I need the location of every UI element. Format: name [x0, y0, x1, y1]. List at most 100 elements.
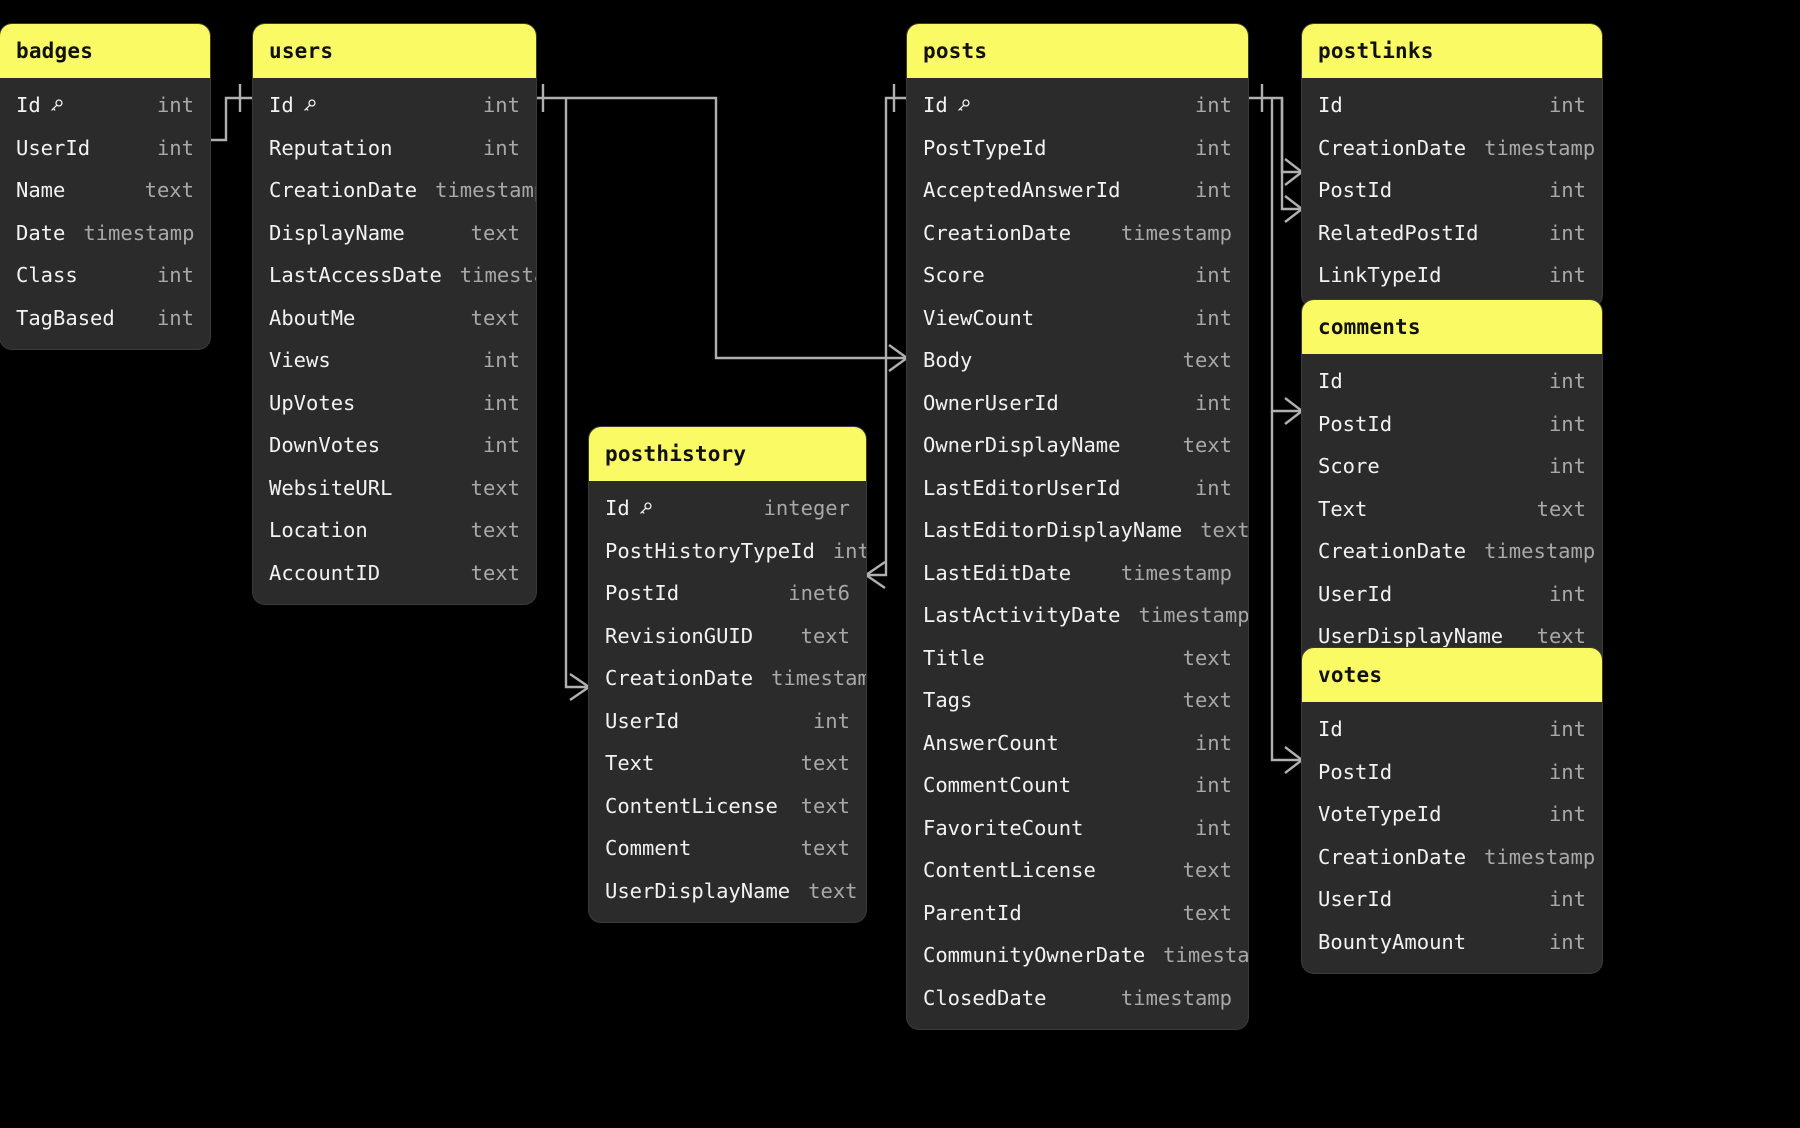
column-name-label: CommentCount: [923, 773, 1072, 798]
table-row[interactable]: LastAccessDatetimestamp: [253, 254, 536, 297]
column-type: text: [1536, 496, 1586, 521]
column-type: text: [1182, 688, 1232, 713]
table-row[interactable]: CommunityOwnerDatetimestamp: [907, 934, 1248, 977]
column-type: text: [808, 878, 858, 903]
table-title-votes: votes: [1302, 648, 1602, 702]
column-name: AccountID: [269, 561, 380, 585]
table-title-users: users: [253, 24, 536, 78]
column-type: timestamp: [83, 220, 195, 245]
column-name: PostId: [1318, 178, 1392, 202]
table-row[interactable]: CommentCount int: [907, 764, 1248, 807]
connector-postlinks-posts: [1248, 84, 1304, 186]
column-type: int: [1548, 220, 1586, 245]
column-type: int: [1194, 773, 1232, 798]
column-name-label: CreationDate: [605, 666, 754, 691]
column-name: Name: [16, 178, 65, 202]
column-name-label: LastAccessDate: [269, 263, 442, 288]
column-name-label: ContentLicense: [605, 793, 778, 818]
column-type: timestamp: [1120, 985, 1232, 1010]
column-name: ContentLicense: [605, 794, 778, 818]
column-name: CreationDate: [1318, 539, 1466, 563]
column-name: Id: [1318, 717, 1343, 741]
table-row[interactable]: Tags text: [907, 679, 1248, 722]
column-name: AboutMe: [269, 306, 355, 330]
column-name: OwnerDisplayName: [923, 433, 1120, 457]
column-name: Tags: [923, 688, 972, 712]
